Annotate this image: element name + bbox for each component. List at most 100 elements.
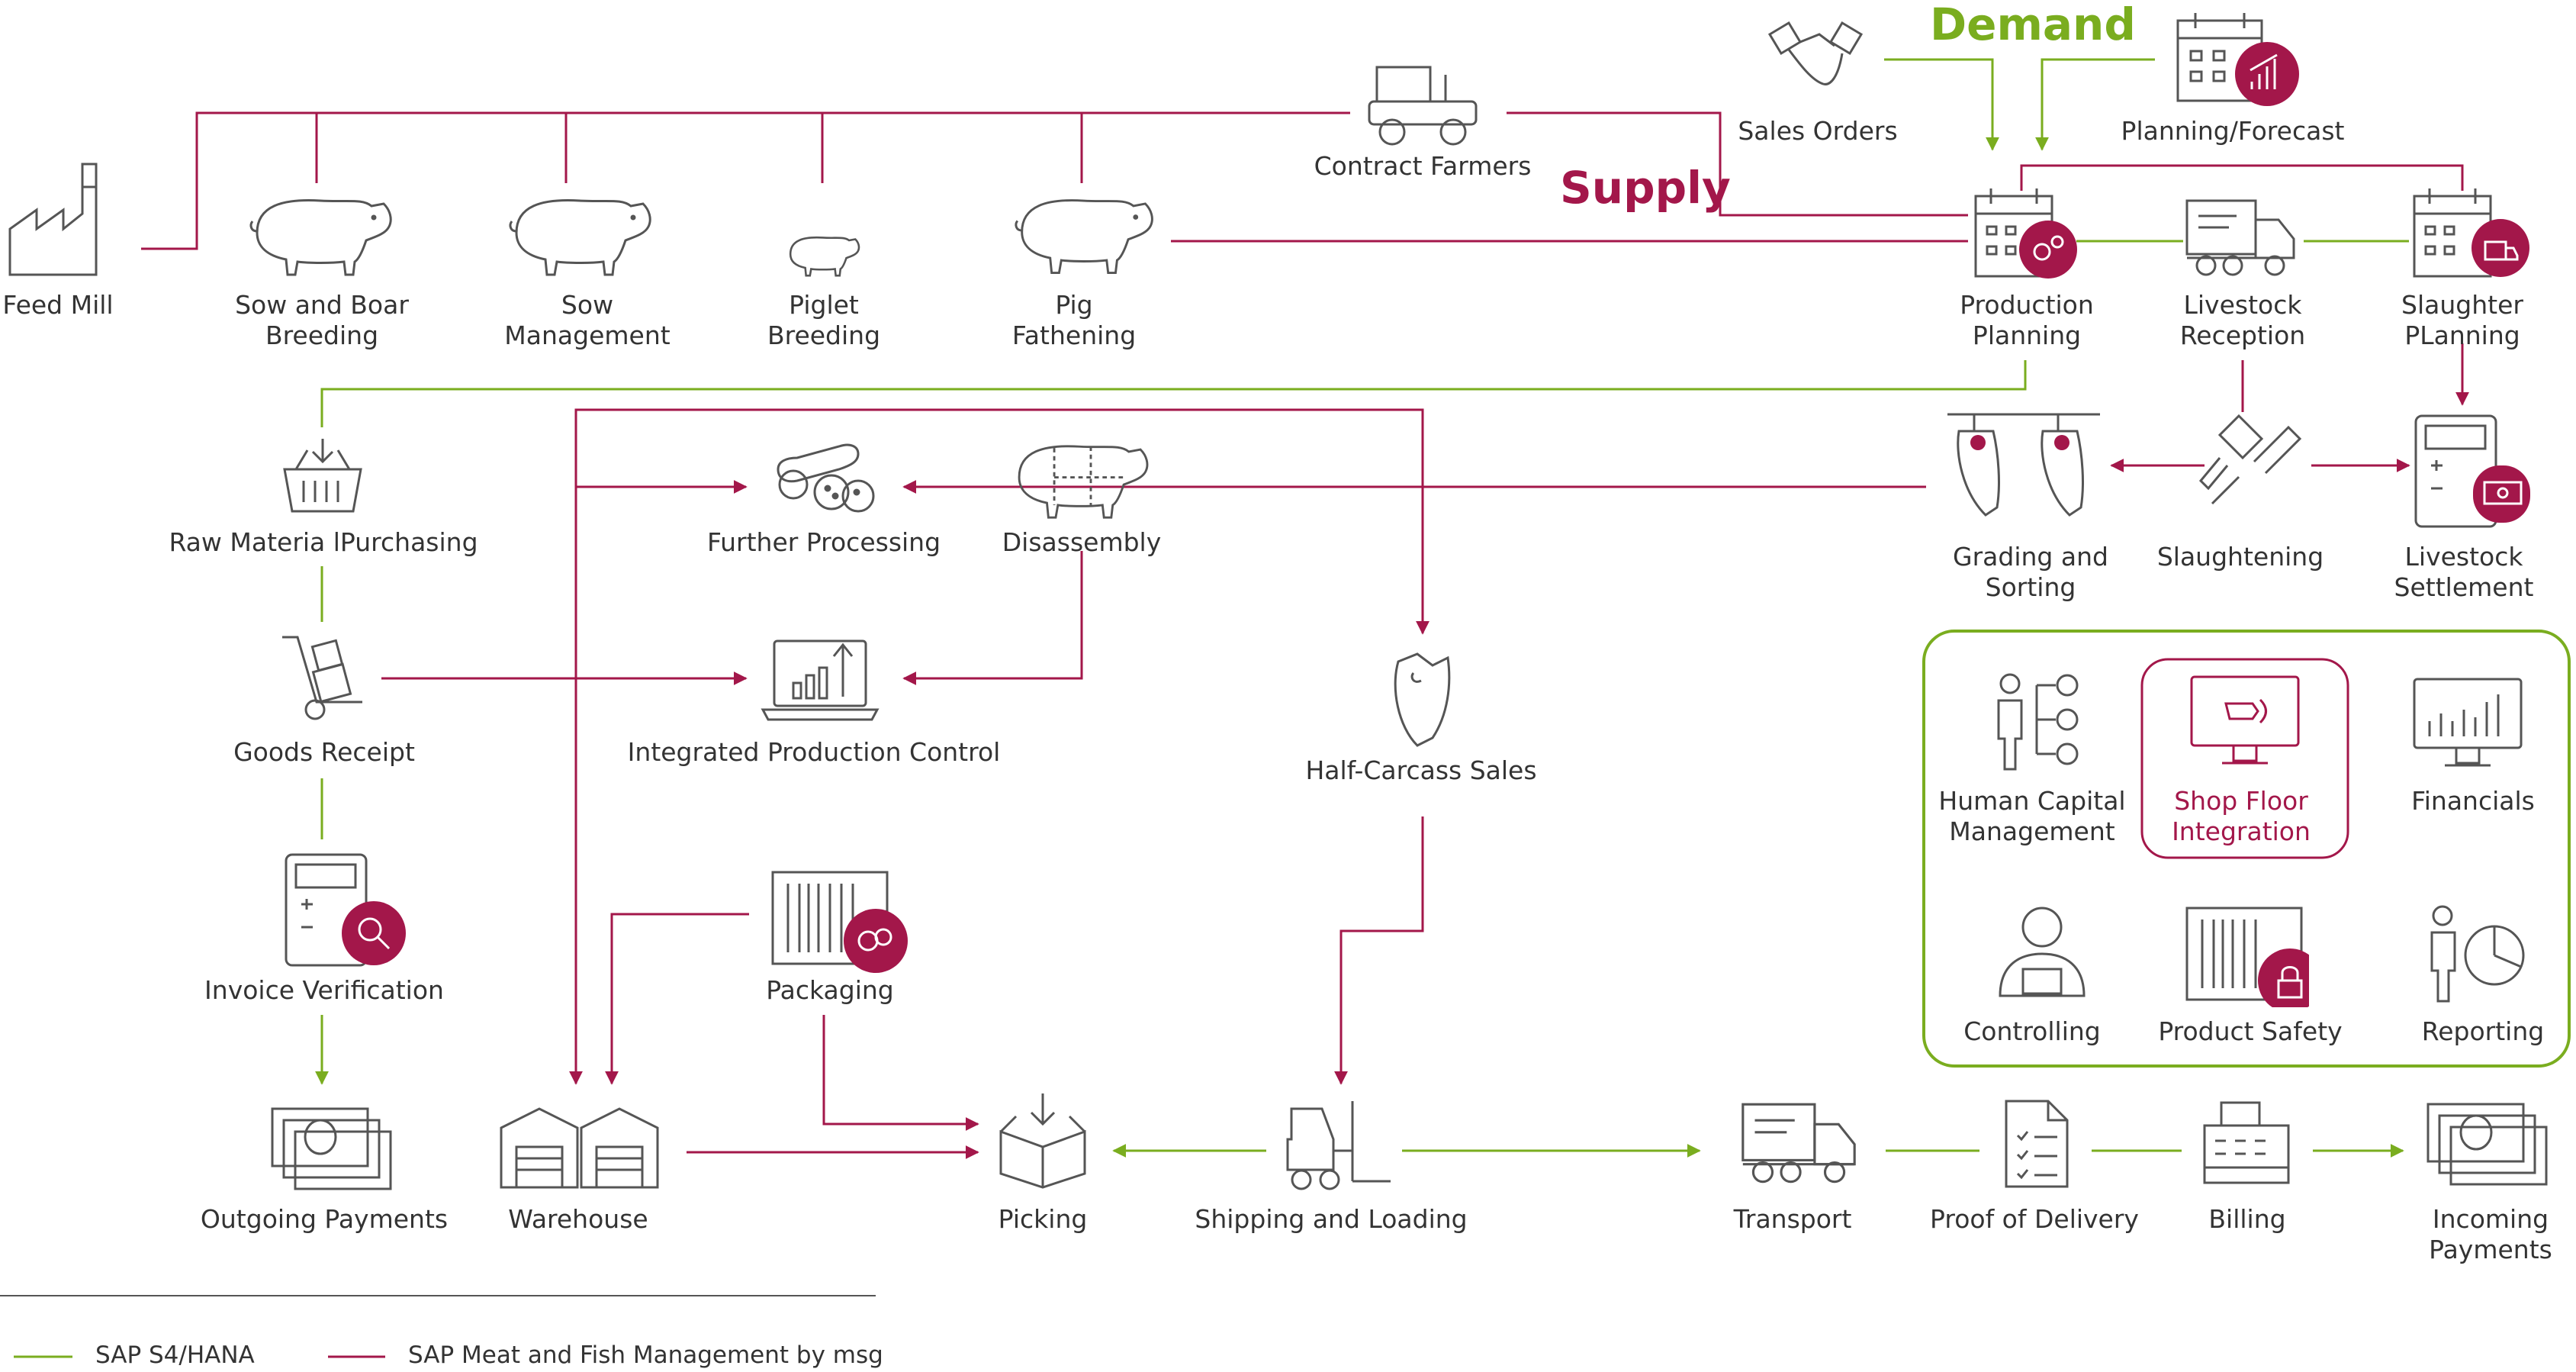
arrow-disassembly-ipc	[902, 551, 1083, 685]
delivery-truck-icon	[1741, 1103, 1856, 1184]
sausages-icon	[777, 443, 875, 513]
line-planning-top	[2020, 164, 2464, 191]
line-warehouse-bus	[574, 408, 1430, 1064]
half-carcass-icon	[1394, 652, 1451, 747]
forecast-calendar-icon	[2176, 13, 2299, 106]
label-line: Piglet	[789, 290, 859, 320]
money-icon	[271, 1107, 392, 1190]
node-goods-receipt: Goods Receipt	[233, 737, 415, 767]
invoice-calculator-icon	[285, 853, 406, 967]
node-half-carcass-sales: Half-Carcass Sales	[1305, 755, 1537, 785]
factory-icon	[8, 163, 98, 276]
node-invoice-verification: Invoice Verification	[204, 975, 444, 1005]
label-line: Breeding	[265, 320, 379, 350]
label-line: PLanning	[2404, 320, 2520, 350]
checklist-icon	[2005, 1100, 2069, 1188]
label-line: Payments	[2429, 1235, 2552, 1264]
cleaver-icon	[2198, 414, 2302, 505]
node-shipping-loading: Shipping and Loading	[1195, 1204, 1468, 1234]
arrow-halfcarcass-ship	[1334, 816, 1424, 1085]
line-prod-raw	[320, 360, 2027, 427]
node-billing: Billing	[2208, 1204, 2286, 1234]
node-feed-mill: Feed Mill	[2, 290, 114, 320]
legend-green-label: SAP S4/HANA	[95, 1341, 255, 1369]
label-line: Management	[1949, 816, 2115, 846]
person-pie-icon	[2430, 905, 2525, 1003]
label-line: Planning	[1972, 320, 2082, 350]
node-contract-farmers: Contract Farmers	[1314, 151, 1532, 181]
module-box	[1922, 630, 2571, 1068]
barcode-sausage-icon	[771, 871, 908, 973]
node-packaging: Packaging	[766, 975, 894, 1005]
shop-floor-highlight	[2140, 658, 2349, 859]
label-line: Human Capital	[1938, 786, 2126, 816]
truck-icon	[2185, 199, 2295, 276]
node-further-processing: Further Processing	[706, 527, 941, 557]
warehouse-icon	[500, 1107, 659, 1189]
module-product-safety: Product Safety	[2158, 1016, 2343, 1046]
person-laptop-icon	[1999, 907, 2086, 997]
node-slaughtening: Slaughtening	[2156, 542, 2324, 572]
node-integrated-production-control: Integrated Production Control	[627, 737, 1001, 767]
laptop-chart-icon	[761, 639, 880, 721]
box-icon	[999, 1093, 1086, 1189]
label-line: Pig	[1055, 290, 1093, 320]
handshake-icon	[1767, 21, 1864, 85]
label-line: Fathening	[1011, 320, 1137, 350]
arrow-sales-demand	[1884, 58, 1999, 151]
label-line: Breeding	[767, 320, 881, 350]
demand-heading: Demand	[1930, 0, 2136, 50]
monitor-chart-icon	[2413, 678, 2523, 767]
label-line: Reception	[2179, 320, 2306, 350]
module-controlling: Controlling	[1963, 1016, 2101, 1046]
label-line: Settlement	[2394, 572, 2534, 602]
label-line: Livestock	[2183, 290, 2302, 320]
label-line: Integration	[2172, 816, 2311, 846]
pig-icon	[509, 199, 651, 276]
legend-magenta-label: SAP Meat and Fish Management by msg	[408, 1341, 883, 1369]
arrow-forecast-demand	[2035, 58, 2155, 151]
supply-heading: Supply	[1560, 162, 1731, 214]
pig-cuts-icon	[1018, 445, 1149, 519]
node-raw-material-purchasing: Raw Materia lPurchasing	[169, 527, 478, 557]
label-line: Incoming	[2432, 1204, 2549, 1234]
arrow-packaging-wh	[605, 913, 749, 1085]
org-chart-icon	[1997, 673, 2079, 771]
label-line: Grading and	[1953, 542, 2108, 572]
label-line: Sorting	[1985, 572, 2076, 602]
money-icon	[2426, 1103, 2548, 1186]
label-line: Management	[504, 320, 671, 350]
node-proof-of-delivery: Proof of Delivery	[1930, 1204, 2139, 1234]
node-outgoing-payments: Outgoing Payments	[200, 1204, 449, 1234]
node-picking: Picking	[998, 1204, 1088, 1234]
label-line: Production	[1960, 290, 2094, 320]
module-financials: Financials	[2411, 786, 2535, 816]
barcode-lock-icon	[2185, 907, 2309, 1007]
tractor-icon	[1368, 66, 1478, 146]
node-transport: Transport	[1733, 1204, 1852, 1234]
line-contract-supply	[1507, 111, 1968, 217]
shopping-basket-icon	[283, 439, 362, 513]
settlement-calculator-icon	[2414, 414, 2530, 528]
cash-register-icon	[2203, 1101, 2290, 1184]
module-reporting: Reporting	[2421, 1016, 2545, 1046]
forklift-icon	[1286, 1101, 1391, 1190]
label-line: Shop Floor	[2174, 786, 2308, 816]
hand-truck-icon	[282, 636, 362, 720]
pig-icon	[249, 199, 392, 276]
pig-icon	[1015, 199, 1153, 275]
